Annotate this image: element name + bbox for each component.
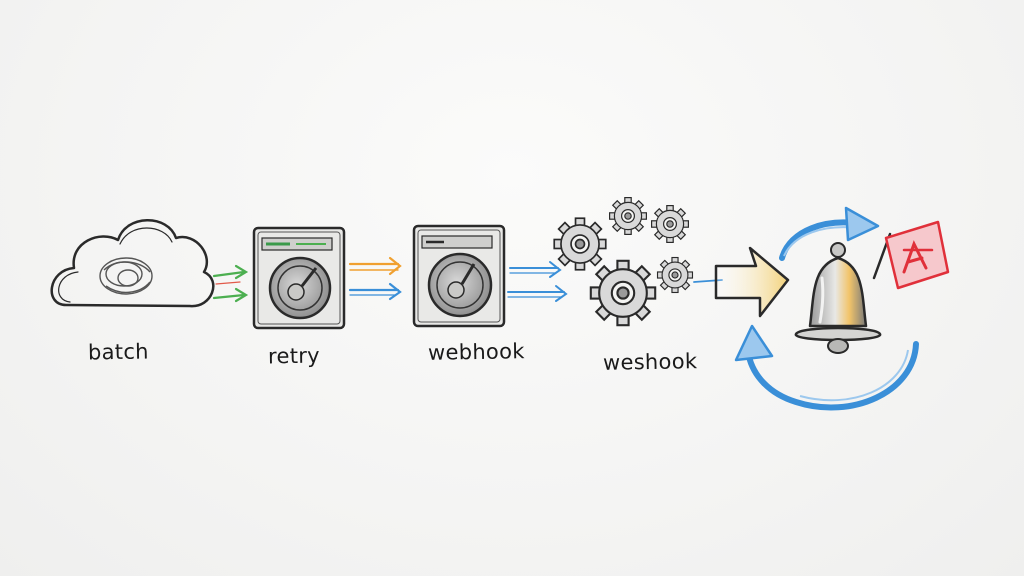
label-webhook: webhook (427, 339, 525, 365)
big-arrow-icon (714, 246, 790, 318)
server-icon (252, 226, 346, 330)
gears-icon (553, 197, 694, 327)
cycle-arrow-icon (734, 206, 919, 411)
alert-flag-icon (872, 220, 950, 290)
cloud-icon (50, 219, 215, 308)
label-batch: batch (87, 339, 150, 365)
flow-arrow-orange (348, 256, 402, 276)
label-retry: retry (267, 343, 321, 369)
flow-arrow-green (212, 264, 249, 303)
flow-arrow-blue (507, 261, 568, 302)
server-icon (412, 224, 506, 328)
flow-arrow-blue (348, 282, 402, 301)
bell-icon (794, 242, 882, 354)
label-weshook: weshook (602, 349, 698, 375)
